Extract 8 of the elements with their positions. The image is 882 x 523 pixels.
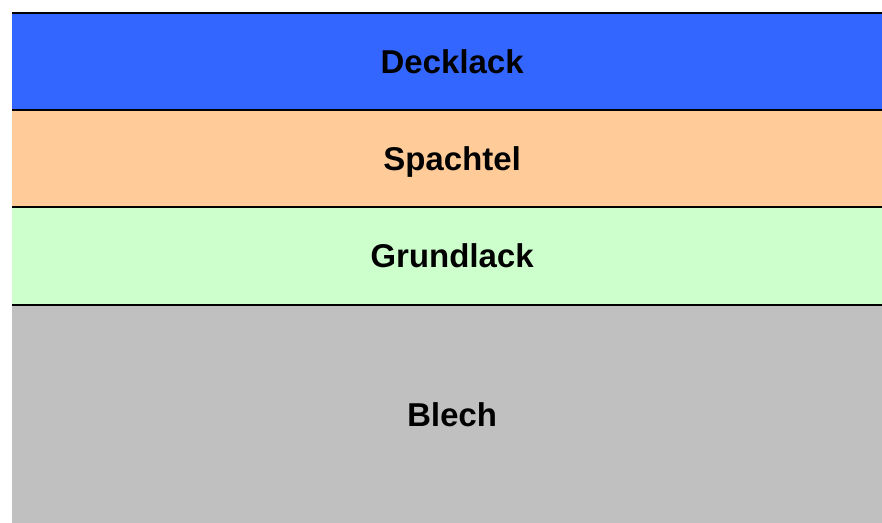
layer-band xyxy=(12,109,882,206)
layer-band xyxy=(12,206,882,304)
layer-band xyxy=(12,12,882,109)
layer-band xyxy=(12,304,882,523)
layer-label: Spachtel xyxy=(383,140,521,178)
layer-label: Blech xyxy=(407,396,497,434)
layer-label: Grundlack xyxy=(370,237,534,275)
layer-label: Decklack xyxy=(380,42,524,80)
